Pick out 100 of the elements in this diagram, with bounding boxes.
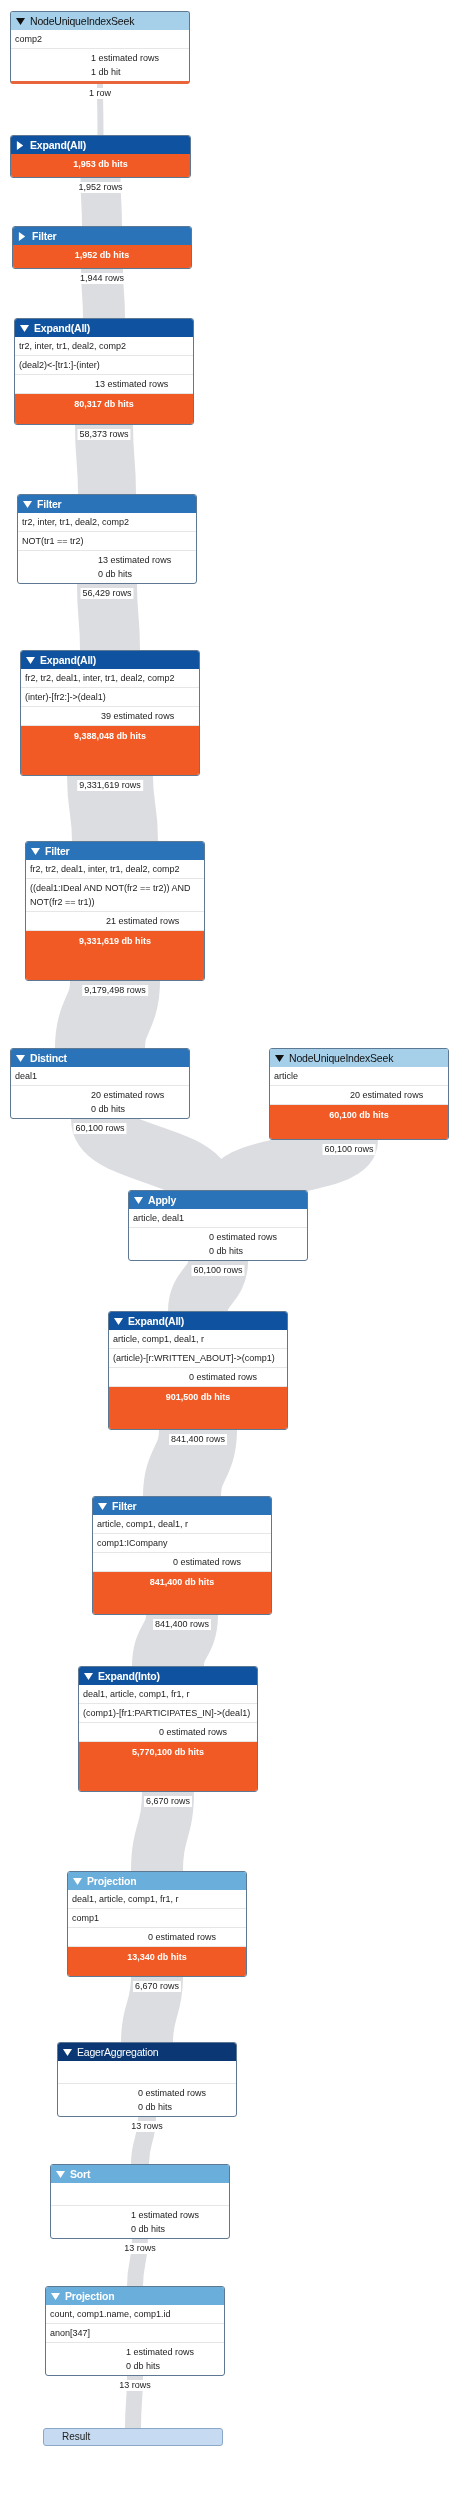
- row-estimate: 21 estimated rows: [106, 915, 181, 928]
- operator-title: Filter: [45, 844, 70, 858]
- edge-label: 13 rows: [122, 2243, 158, 2254]
- row-estimate: 0 estimated rows: [138, 2087, 208, 2100]
- db-hits-bar: 9,388,048 db hits: [21, 726, 199, 775]
- edge-label: 6,670 rows: [133, 1981, 181, 1992]
- edge-label: 60,100 rows: [322, 1144, 376, 1155]
- column-list: article, deal1: [133, 1213, 185, 1223]
- operator-box: [108, 1311, 288, 1430]
- column-list: article, comp1, deal1, r: [97, 1519, 189, 1529]
- column-list: article, comp1, deal1, r: [113, 1334, 205, 1344]
- db-hits-bar: 60,100 db hits: [270, 1105, 448, 1139]
- column-list: deal1, article, comp1, fr1, r: [83, 1689, 190, 1699]
- flow-band: [125, 2375, 143, 2429]
- db-hits-count: 0 db hits: [138, 2101, 174, 2114]
- edge-label: 841,400 rows: [169, 1434, 227, 1445]
- edge-label: 58,373 rows: [77, 429, 131, 440]
- edge-label: 841,400 rows: [153, 1619, 211, 1630]
- operator-title: Expand(All): [34, 321, 91, 335]
- row-estimate: 1 estimated rows: [126, 2346, 196, 2359]
- flow-band: [81, 268, 125, 319]
- db-hits-count: 0 db hits: [91, 1103, 127, 1116]
- edge-label: 60,100 rows: [73, 1123, 127, 1134]
- row-estimate: 1 estimated rows: [131, 2209, 201, 2222]
- column-list: tr2, inter, tr1, deal2, comp2: [19, 341, 127, 351]
- operator-box: [67, 1871, 247, 1977]
- row-estimate: 39 estimated rows: [101, 710, 176, 723]
- expression-text: (article)-[r:WRITTEN_ABOUT]->(comp1): [113, 1353, 275, 1363]
- expression-text: comp1: [72, 1913, 99, 1923]
- db-hits-bar: 1,953 db hits: [11, 154, 190, 177]
- column-list: fr2, tr2, deal1, inter, tr1, deal2, comp2: [25, 673, 175, 683]
- row-estimate: 0 estimated rows: [159, 1726, 229, 1739]
- operator-title: Projection: [87, 1874, 137, 1888]
- db-hits-bar: 841,400 db hits: [93, 1572, 271, 1614]
- column-list: fr2, tr2, deal1, inter, tr1, deal2, comp2: [30, 864, 180, 874]
- flow-band: [97, 84, 104, 135]
- expression-text: anon[347]: [50, 2328, 91, 2338]
- row-estimate: 0 estimated rows: [189, 1371, 259, 1384]
- column-list: tr2, inter, tr1, deal2, comp2: [22, 517, 130, 527]
- operator-title: Filter: [32, 229, 57, 243]
- edge-label: 60,100 rows: [191, 1265, 245, 1276]
- flow-band: [67, 775, 158, 842]
- expression-text: NOT(tr1 == tr2): [22, 536, 84, 546]
- expression-text: (comp1)-[fr1:PARTICIPATES_IN]->(deal1): [83, 1708, 251, 1718]
- edge-label: 1,944 rows: [78, 273, 126, 284]
- expression-text: comp1:ICompany: [97, 1538, 168, 1548]
- operator-box: [92, 1496, 272, 1615]
- flow-band: [55, 979, 160, 1050]
- column-list: count, comp1.name, comp1.id: [50, 2309, 171, 2319]
- operator-box: [10, 135, 191, 178]
- column-list: article: [274, 1071, 298, 1081]
- row-estimate: 20 estimated rows: [91, 1089, 166, 1102]
- operator-title: Filter: [112, 1499, 137, 1513]
- db-hits-bar: 901,500 db hits: [109, 1387, 287, 1429]
- edge-label: 13 rows: [117, 2380, 153, 2391]
- expression-text: (inter)-[fr2:]->(deal1): [25, 692, 106, 702]
- db-hits-count: 0 db hits: [131, 2223, 167, 2236]
- operator-title: Expand(All): [40, 653, 97, 667]
- db-hits-count: 0 db hits: [209, 1245, 245, 1258]
- column-list: comp2: [15, 34, 42, 44]
- operator-title: Projection: [65, 2289, 115, 2303]
- db-hits-count: 0 db hits: [98, 568, 134, 581]
- edge-label: 9,331,619 rows: [77, 780, 143, 791]
- column-list: deal1, article, comp1, fr1, r: [72, 1894, 179, 1904]
- expression-text: ((deal1:IDeal AND NOT(fr2 == tr2)) AND NOT(fr2 == tr1)): [30, 883, 191, 907]
- operator-title: Filter: [37, 497, 62, 511]
- operator-title: Expand(All): [30, 138, 87, 152]
- operator-box: [269, 1048, 449, 1140]
- operator-title: Apply: [148, 1193, 177, 1207]
- row-estimate: 0 estimated rows: [173, 1556, 243, 1569]
- operator-title: Expand(Into): [98, 1669, 160, 1683]
- row-estimate: 1 estimated rows: [91, 52, 161, 65]
- operator-box: [17, 494, 197, 584]
- db-hits-bar: 1,952 db hits: [13, 245, 191, 268]
- flow-band: [121, 1976, 183, 2043]
- result-bar: Result: [43, 2428, 223, 2446]
- flow-band: [143, 1428, 237, 1498]
- operator-title: Sort: [70, 2167, 91, 2181]
- operator-title: Distinct: [30, 1051, 67, 1065]
- operator-title: Expand(All): [128, 1314, 185, 1328]
- operator-box: [128, 1190, 308, 1261]
- edge-label: 56,429 rows: [80, 588, 134, 599]
- row-estimate: 0 estimated rows: [148, 1931, 218, 1944]
- operator-box: [78, 1666, 258, 1792]
- flow-band: [75, 424, 136, 495]
- flow-band: [131, 1791, 194, 1872]
- operator-box: [50, 2164, 230, 2239]
- operator-title: NodeUniqueIndexSeek: [30, 14, 135, 28]
- edge-label: 6,670 rows: [144, 1796, 192, 1807]
- flow-band: [77, 583, 140, 651]
- db-hits-bar: 9,331,619 db hits: [26, 931, 204, 980]
- operator-box: [20, 650, 200, 776]
- operator-box: [57, 2042, 237, 2117]
- row-estimate: 13 estimated rows: [95, 378, 170, 391]
- operator-box: [25, 841, 205, 981]
- db-hits-bar: 5,770,100 db hits: [79, 1742, 257, 1791]
- edge-label: 9,179,498 rows: [82, 985, 148, 996]
- operator-box: [12, 226, 192, 269]
- edge-label: 13 rows: [129, 2121, 165, 2132]
- operator-box: [45, 2286, 225, 2376]
